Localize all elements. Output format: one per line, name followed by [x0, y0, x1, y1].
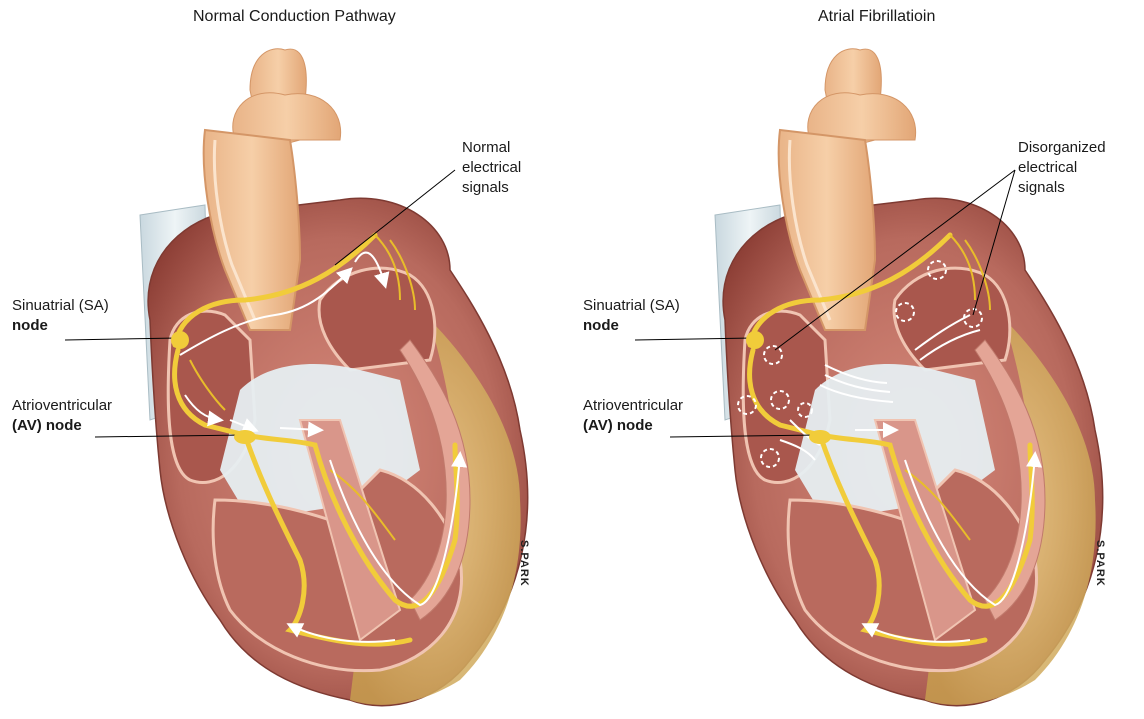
sa-node-normal [171, 331, 189, 349]
afib-signal-label-line2: electrical [1018, 158, 1106, 178]
sa-node-label-normal-line1: Sinuatrial (SA) [12, 296, 109, 316]
av-node-label-normal-line1: Atrioventricular [12, 396, 112, 416]
afib-signal-label-line3: signals [1018, 178, 1106, 198]
artist-signature-normal: S.PARK [518, 540, 530, 587]
sa-node-label-afib-line1: Sinuatrial (SA) [583, 296, 680, 316]
normal-signal-label-line1: Normal [462, 138, 521, 158]
sa-node-label-normal-line2: node [12, 316, 109, 336]
av-node-label-normal: Atrioventricular (AV) node [12, 396, 112, 436]
av-node-label-afib-line1: Atrioventricular [583, 396, 683, 416]
sa-node-afib [746, 331, 764, 349]
av-node-normal [234, 430, 256, 444]
afib-signal-label: Disorganized electrical signals [1018, 138, 1106, 198]
av-node-label-afib: Atrioventricular (AV) node [583, 396, 683, 436]
sa-node-label-normal: Sinuatrial (SA) node [12, 296, 109, 336]
normal-signal-label: Normal electrical signals [462, 138, 521, 198]
av-node-afib [809, 430, 831, 444]
afib-signal-label-line1: Disorganized [1018, 138, 1106, 158]
normal-signal-label-line3: signals [462, 178, 521, 198]
sa-node-label-afib: Sinuatrial (SA) node [583, 296, 680, 336]
normal-heart-illustration [65, 49, 528, 706]
artist-signature-afib: S.PARK [1094, 540, 1106, 587]
av-node-label-normal-line2: (AV) node [12, 416, 112, 436]
sa-node-label-afib-line2: node [583, 316, 680, 336]
normal-signal-label-line2: electrical [462, 158, 521, 178]
av-node-label-afib-line2: (AV) node [583, 416, 683, 436]
